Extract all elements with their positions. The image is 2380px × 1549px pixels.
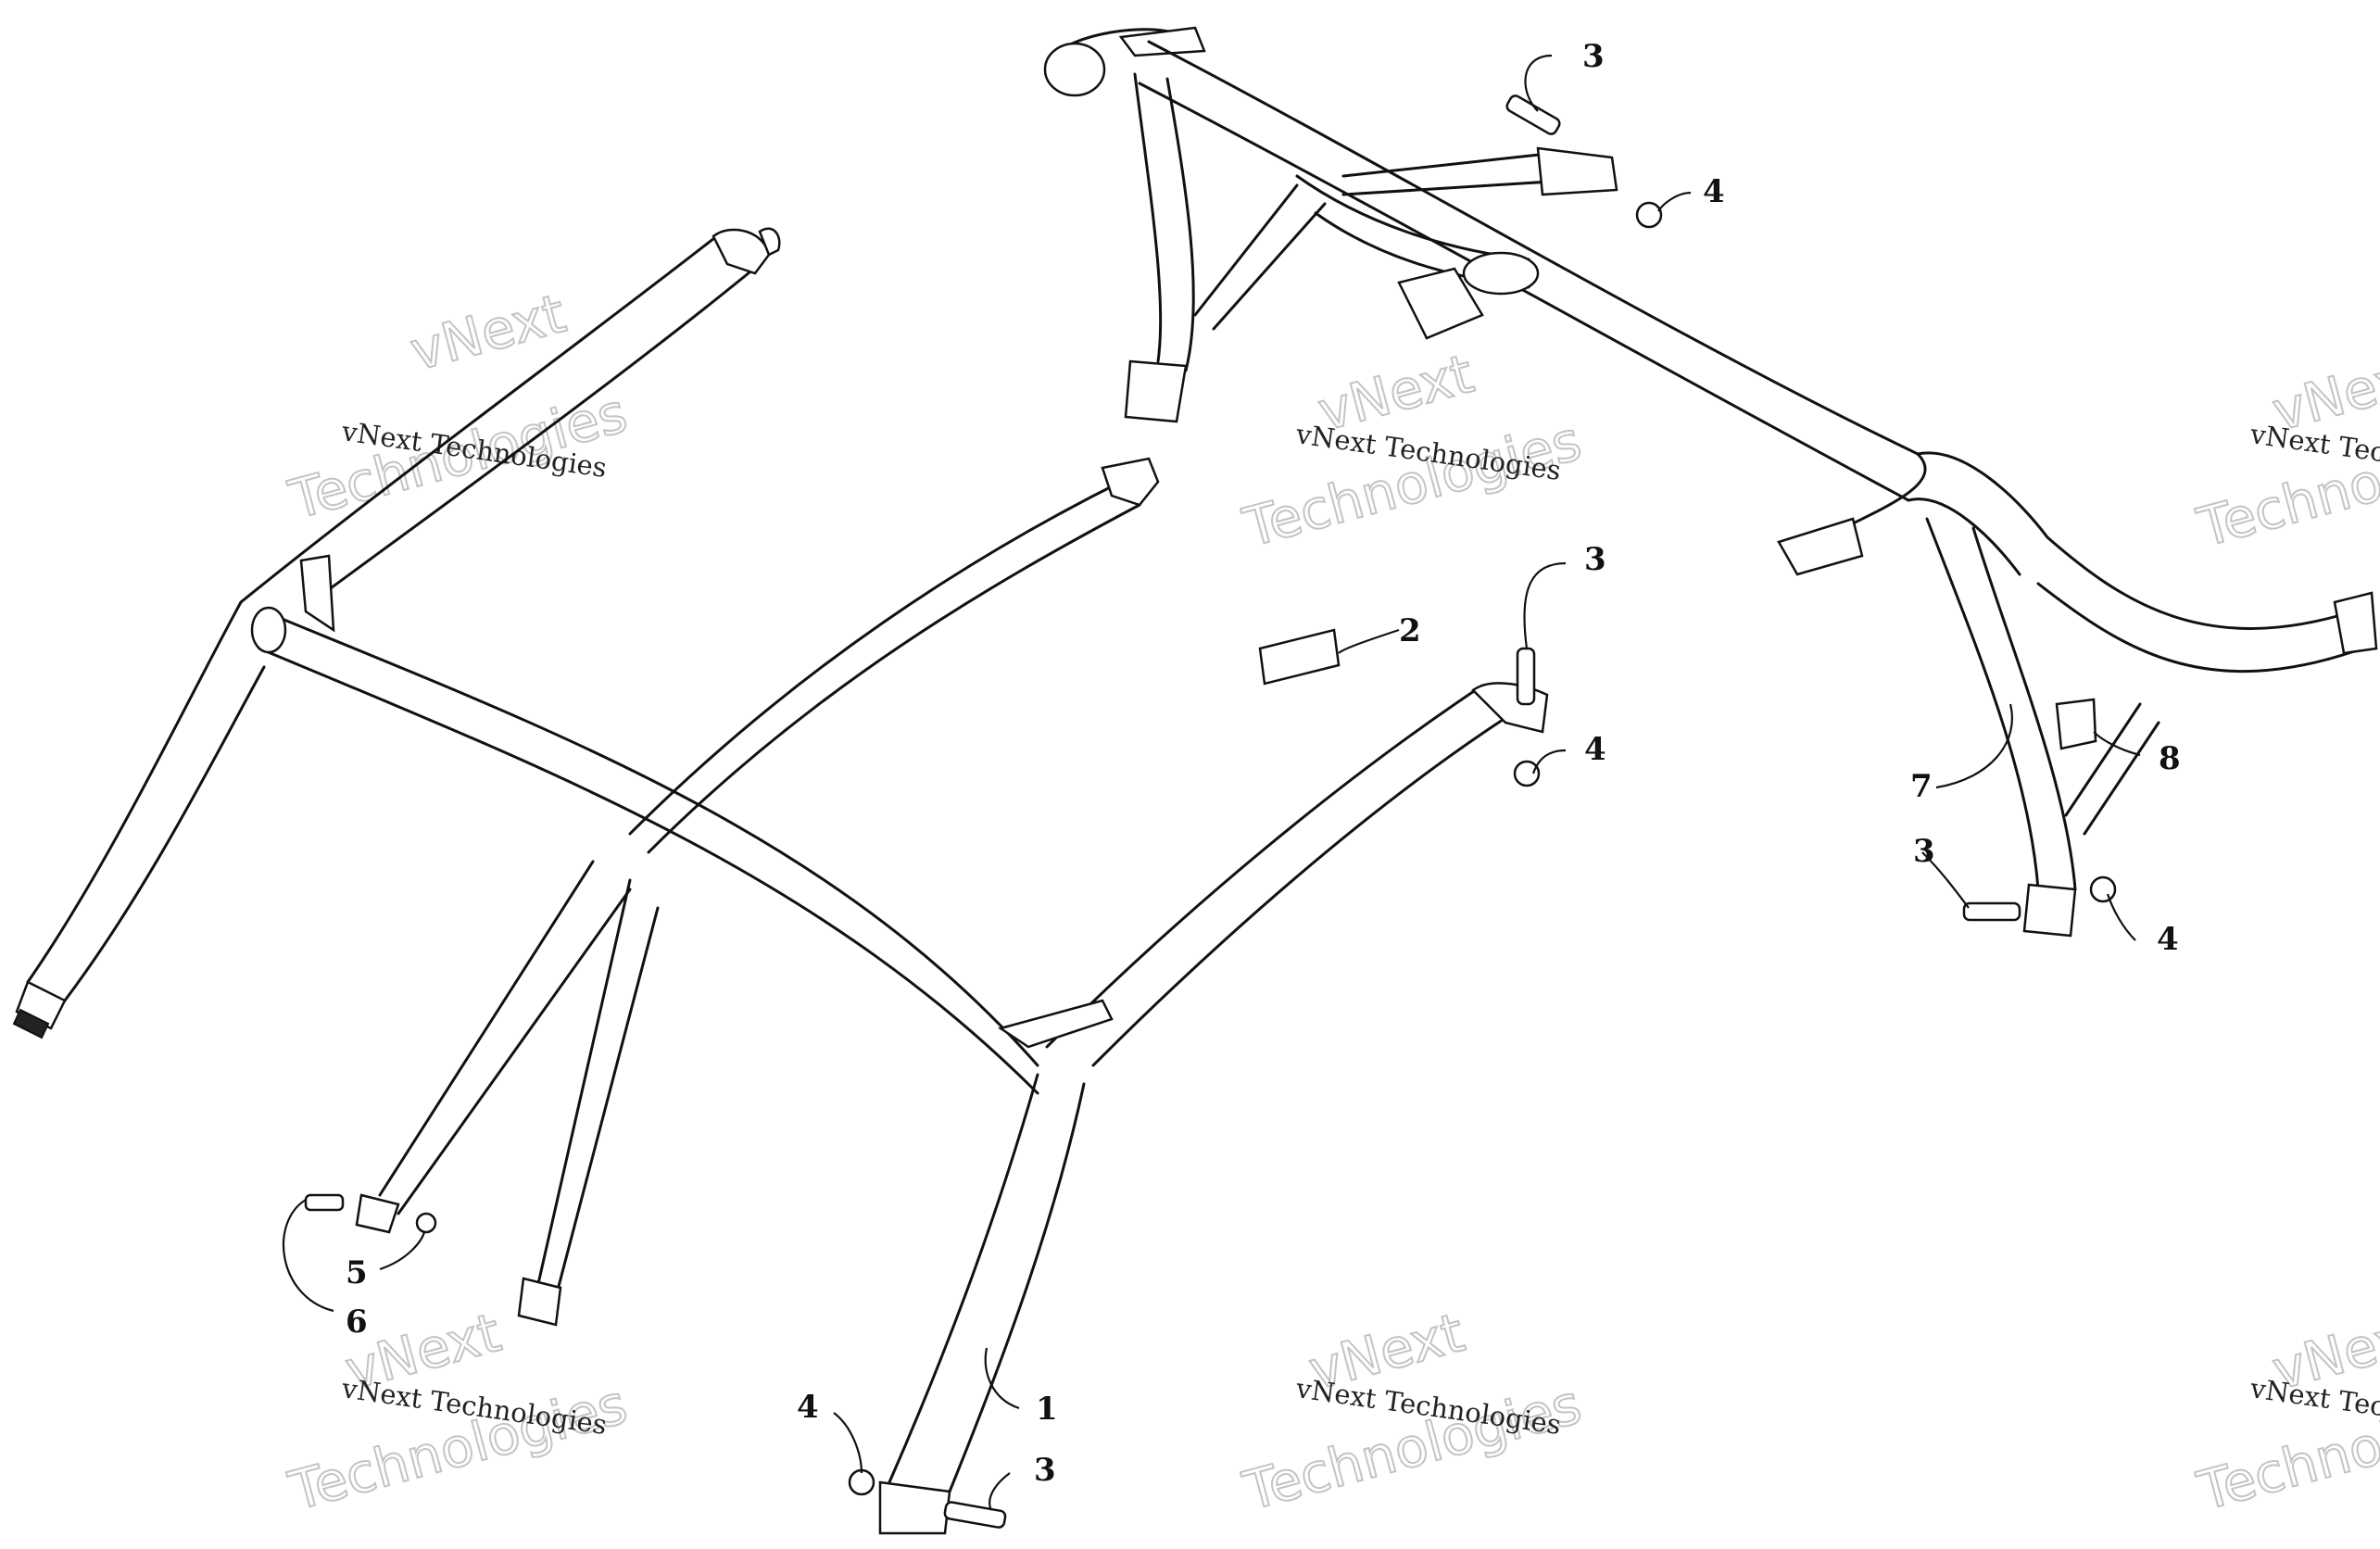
callout-4: 4 xyxy=(2157,921,2179,958)
bolt-middle-3 xyxy=(1516,647,1536,706)
bolt-lower-left-6 xyxy=(304,1193,345,1212)
callout-3: 3 xyxy=(1582,38,1605,75)
callouts: 1 2 3 3 3 3 4 4 4 4 5 6 7 8 xyxy=(346,38,2181,1489)
callout-3: 3 xyxy=(1913,833,1935,870)
watermark-top-center: vNext Technologies vNext Technologies xyxy=(1236,341,1588,560)
decal-part-8 xyxy=(2055,698,2097,750)
callout-5: 5 xyxy=(346,1254,368,1291)
watermark-bottom-right: vNext Technologies vNext Technologies xyxy=(2190,1300,2380,1524)
callout-3: 3 xyxy=(1584,541,1606,578)
front-cage-frame xyxy=(12,227,1549,1535)
callout-6: 6 xyxy=(346,1303,368,1341)
callout-3: 3 xyxy=(1034,1452,1056,1489)
nut-bottom-4 xyxy=(848,1468,875,1496)
watermark-top-right: vNext Technologies vNext Technologies xyxy=(2190,341,2380,560)
callout-4: 4 xyxy=(1584,731,1606,768)
rear-cage-frame xyxy=(1043,26,2378,938)
callout-2: 2 xyxy=(1399,612,1421,649)
bolt-bottom-3 xyxy=(943,1501,1007,1529)
callout-1: 1 xyxy=(1036,1391,1058,1428)
watermark-bottom-center: vNext Technologies vNext Technologies xyxy=(1236,1300,1588,1524)
leader-lines xyxy=(283,54,2141,1511)
watermark-bottom-left: vNext Technologies vNext Technologies xyxy=(282,1300,634,1524)
bolt-right-3 xyxy=(1962,901,2021,922)
callout-4: 4 xyxy=(1703,173,1725,210)
nut-lower-left-5 xyxy=(415,1212,437,1234)
nut-right-4 xyxy=(2089,875,2117,903)
callout-4: 4 xyxy=(797,1389,819,1426)
nut-top-4 xyxy=(1635,201,1663,229)
nut-middle-4 xyxy=(1513,760,1541,787)
bolt-top-3 xyxy=(1505,94,1561,135)
svg-text:vNext: vNext xyxy=(404,282,572,384)
callout-7: 7 xyxy=(1910,768,1933,805)
decal-part-2 xyxy=(1258,628,1341,686)
svg-text:Technologies: Technologies xyxy=(1237,409,1587,559)
callout-8: 8 xyxy=(2159,740,2181,777)
